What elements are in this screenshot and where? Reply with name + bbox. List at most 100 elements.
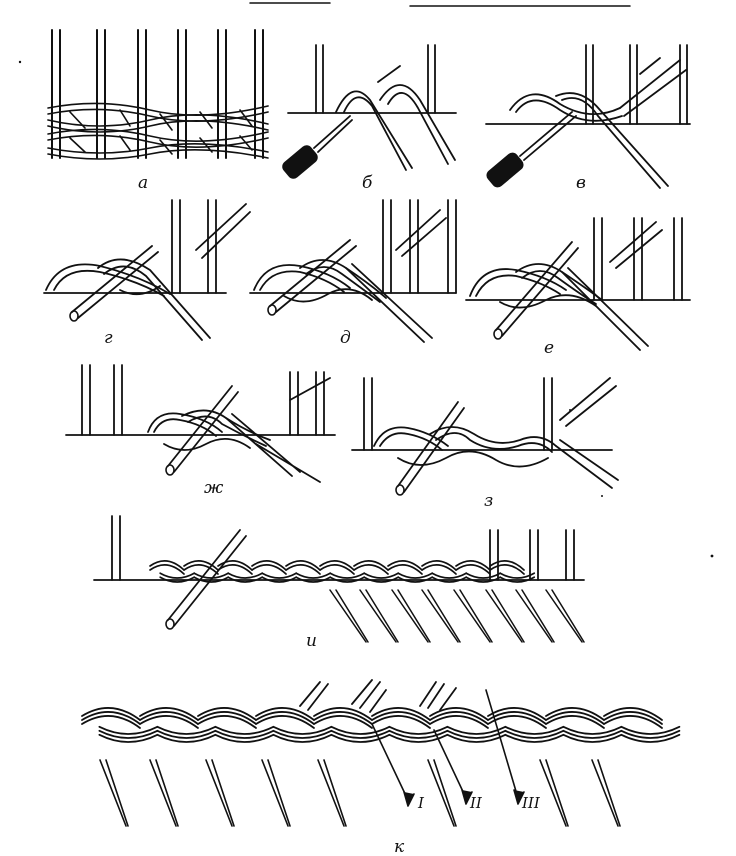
braid-link-lower [504, 729, 565, 739]
braid-link-lower [193, 576, 230, 583]
braid-link-upper [149, 560, 185, 571]
braid-link-upper [421, 560, 457, 571]
braid-link-upper [217, 560, 253, 571]
peg-icon [165, 529, 247, 630]
braid-link-lower [504, 733, 565, 743]
braid-link-lower [272, 729, 333, 739]
braid-link-upper [545, 715, 605, 729]
rod-end [521, 589, 555, 643]
braid-link-lower [504, 725, 565, 735]
braid-link-upper [455, 560, 491, 571]
braid-link-upper [429, 707, 489, 721]
braid-link-upper [255, 715, 315, 729]
braid-link-lower [465, 572, 502, 579]
panel-a-label: а [138, 173, 148, 193]
rod-end [491, 589, 525, 643]
braid-link-upper [183, 564, 219, 575]
panel-z-braid [373, 377, 619, 489]
panel-k-markers [371, 689, 525, 807]
braid-link-lower [431, 576, 468, 583]
panel-z: з [351, 377, 619, 511]
braid-link-upper [313, 715, 373, 729]
braid-link-upper [371, 715, 431, 729]
braid-link-upper [545, 711, 605, 725]
braid-link-lower [272, 733, 333, 743]
rod-end [261, 759, 289, 827]
rod-end [329, 589, 367, 643]
braid-link-upper [429, 715, 489, 729]
braid-link-upper [319, 564, 355, 575]
braid-link-lower [431, 572, 468, 579]
braid-link-lower [156, 733, 217, 743]
rod-end [205, 759, 233, 827]
braid-link-upper [255, 711, 315, 725]
marker-label-1: I [417, 794, 425, 812]
panel-i: и [93, 515, 585, 651]
braid-link-upper [353, 564, 389, 575]
braid-link-lower [620, 729, 681, 739]
braid-link-upper [285, 560, 321, 571]
braid-link-lower [329, 572, 366, 579]
braid-link-upper [197, 707, 257, 721]
braid-link-lower [446, 725, 507, 735]
rod-end [99, 759, 127, 827]
panel-k-rod-ends [99, 759, 621, 827]
rod-end [539, 759, 567, 827]
panel-g-label: г [104, 328, 113, 348]
marker-label-3: III [521, 794, 541, 812]
braid-link-upper [421, 564, 457, 575]
rod-end [397, 589, 431, 643]
panel-k-top-rods [299, 679, 457, 713]
braid-link-lower [330, 725, 391, 735]
braid-link-upper [197, 711, 257, 725]
braid-link-lower [562, 725, 623, 735]
rod-end [427, 589, 461, 643]
panel-g-base [43, 199, 227, 294]
panel-g: г [43, 199, 251, 348]
peg-icon [267, 239, 357, 316]
peg-icon [493, 241, 579, 340]
braid-link-upper [313, 711, 373, 725]
panel-d: д [249, 199, 457, 348]
braid-link-lower [98, 733, 159, 743]
panel-i-braid [149, 560, 536, 583]
braid-link-upper [183, 560, 219, 571]
braid-link-upper [149, 564, 185, 575]
rod-end [551, 589, 585, 643]
awl-icon [282, 115, 353, 179]
panel-a-weave [47, 102, 269, 160]
braid-link-upper [387, 564, 423, 575]
panel-k-braid [81, 707, 681, 743]
braid-link-upper [139, 715, 199, 729]
panel-b-label: б [362, 173, 373, 193]
braid-link-lower [499, 576, 536, 583]
panel-a: а [47, 29, 269, 193]
peg-icon [395, 401, 465, 496]
braid-link-lower [159, 576, 196, 583]
braid-link-lower [499, 572, 536, 579]
braid-link-lower [329, 576, 366, 583]
braid-link-lower [156, 729, 217, 739]
rod-end [359, 589, 397, 643]
rod-end [155, 759, 179, 827]
braid-link-lower [261, 576, 298, 583]
rod-end [545, 759, 569, 827]
braid-link-lower [562, 729, 623, 739]
braid-link-lower [330, 729, 391, 739]
panel-v-base [485, 44, 691, 125]
panel-a-stakes [51, 29, 264, 159]
panel-e-label: е [544, 338, 554, 358]
panel-v-rods [509, 57, 687, 189]
specks [18, 60, 714, 558]
braid-link-lower [330, 733, 391, 743]
braid-link-lower [295, 576, 332, 583]
braid-link-upper [487, 715, 547, 729]
rod-end [211, 759, 235, 827]
braid-link-lower [363, 576, 400, 583]
rod-end [485, 589, 523, 643]
rod-end [427, 759, 455, 827]
braid-link-upper [489, 564, 525, 575]
braid-link-lower [227, 576, 264, 583]
peg-icon [165, 385, 239, 476]
braid-link-upper [603, 711, 663, 725]
